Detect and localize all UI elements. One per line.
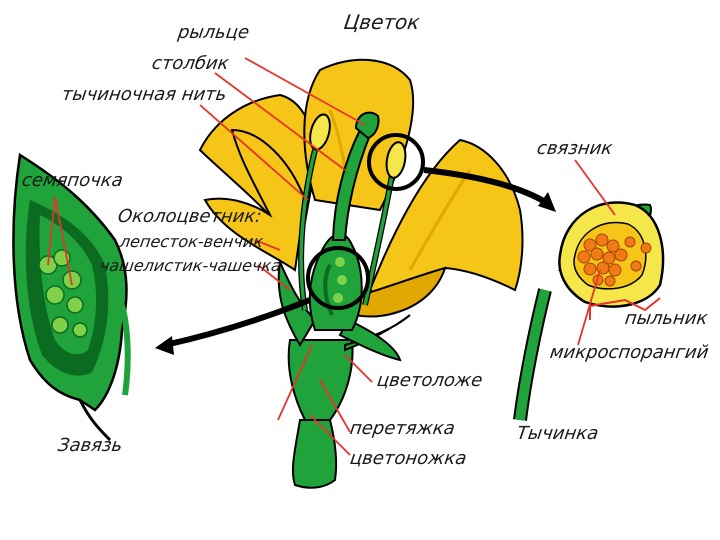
label-stigma: рыльце (176, 22, 251, 43)
zoom-arrows (155, 167, 556, 355)
label-perianth: Околоцветник: (116, 206, 263, 227)
label-receptacle: цветоложе (375, 370, 484, 391)
zoom-circle-anther (367, 133, 425, 191)
label-stamen: Тычинка (515, 423, 600, 444)
pedicel (291, 419, 338, 489)
ovary-closeup (12, 152, 131, 442)
label-style: столбик (150, 53, 231, 74)
label-flower: Цветок (342, 10, 422, 34)
petal-left (203, 128, 307, 272)
stigma (354, 111, 380, 140)
sepal-far-right (338, 318, 402, 362)
zoom-circle-ovary (306, 246, 370, 310)
flower-illustration (198, 58, 524, 489)
label-constriction: перетяжка (348, 418, 457, 439)
label-ovary: Завязь (56, 435, 124, 456)
label-anther: пыльник (623, 308, 709, 329)
pollen-grains (577, 233, 652, 287)
stamen-closeup (513, 201, 665, 421)
label-ovule: семяпочка (20, 170, 125, 191)
stamen-left-anther (309, 113, 331, 151)
label-sepal: чашелистик-чашечка (98, 256, 283, 275)
label-microsporangium: микроспорангий (548, 342, 710, 363)
arrow-to-stamen (423, 167, 552, 208)
stamen-right-anther (385, 141, 407, 179)
arrow-to-ovary (164, 297, 312, 348)
label-connective: связник (535, 138, 614, 159)
label-filament: тычиночная нить (60, 84, 228, 105)
pointer-lines (47, 57, 616, 456)
ovules (38, 249, 88, 338)
label-petal: лепесток-венчик (118, 232, 265, 251)
label-pedicel: цветоножка (348, 448, 468, 469)
petal-front (344, 266, 447, 318)
